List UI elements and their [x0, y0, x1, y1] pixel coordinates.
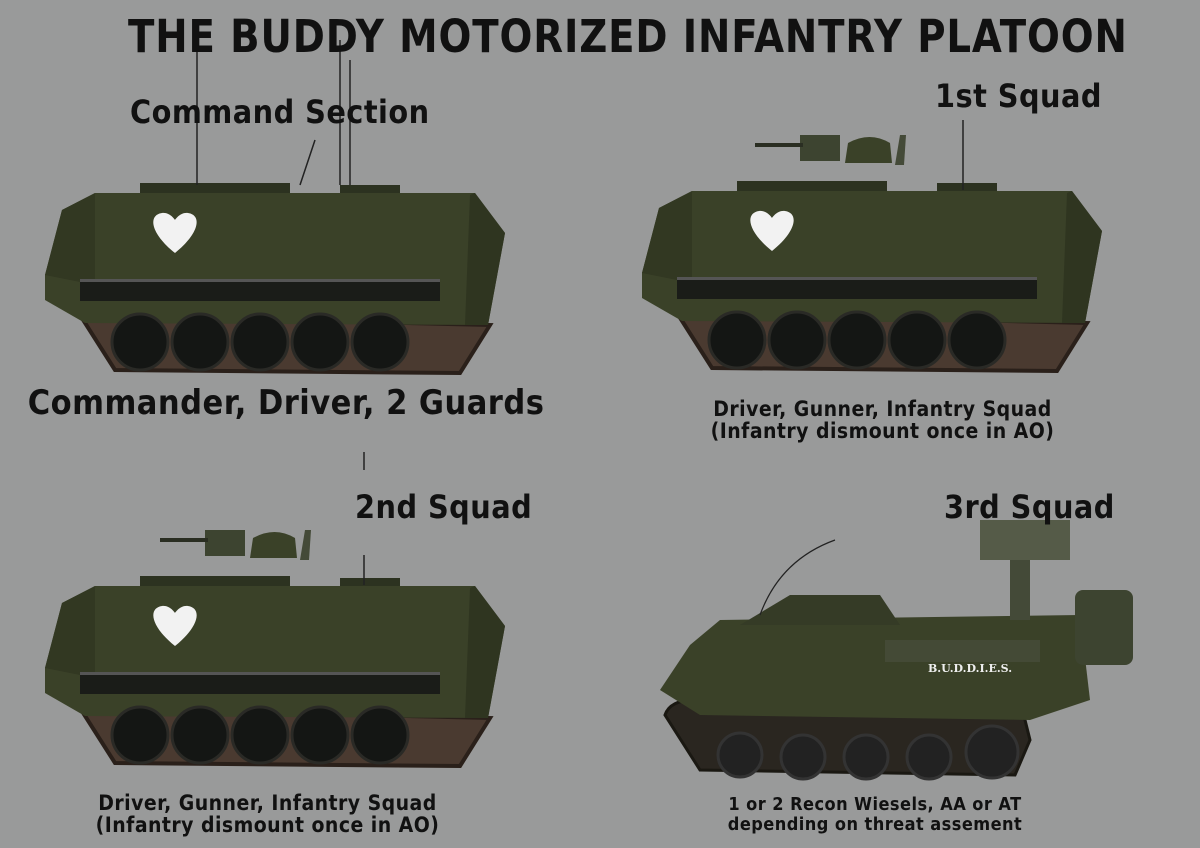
heading-command-section: Command Section — [130, 93, 430, 131]
turret-2nd-squad — [160, 530, 311, 560]
command-antennas — [196, 30, 351, 186]
description-2nd-squad: Driver, Gunner, Infantry Squad (Infantry… — [85, 792, 450, 836]
heading-2nd-squad: 2nd Squad — [355, 488, 533, 526]
m113-2nd-squad-vehicle — [43, 574, 507, 768]
heading-3rd-squad: 3rd Squad — [944, 488, 1115, 526]
m113-1st-squad-vehicle — [640, 179, 1104, 373]
description-1st-squad: Driver, Gunner, Infantry Squad (Infantry… — [700, 398, 1065, 442]
turret-1st-squad — [755, 135, 906, 165]
description-line: Driver, Gunner, Infantry Squad — [713, 397, 1052, 421]
wiesel-vehicle — [660, 520, 1133, 781]
m113-command-vehicle — [43, 181, 507, 375]
description-line: depending on threat assement — [727, 814, 1023, 835]
heading-1st-squad: 1st Squad — [935, 77, 1102, 115]
description-line: Commander, Driver, 2 Guards — [27, 383, 545, 423]
description-line: Driver, Gunner, Infantry Squad — [98, 791, 437, 815]
description-command-section: Commander, Driver, 2 Guards — [27, 383, 545, 423]
description-line: (Infantry dismount once in AO) — [710, 419, 1055, 443]
vehicle-marking: B.U.D.D.I.E.S. — [928, 662, 1012, 675]
description-line: 1 or 2 Recon Wiesels, AA or AT — [728, 794, 1022, 815]
description-line: (Infantry dismount once in AO) — [95, 813, 440, 837]
page-title: THE BUDDY MOTORIZED INFANTRY PLATOON — [128, 10, 1128, 63]
description-3rd-squad: 1 or 2 Recon Wiesels, AA or AT depending… — [718, 795, 1033, 835]
